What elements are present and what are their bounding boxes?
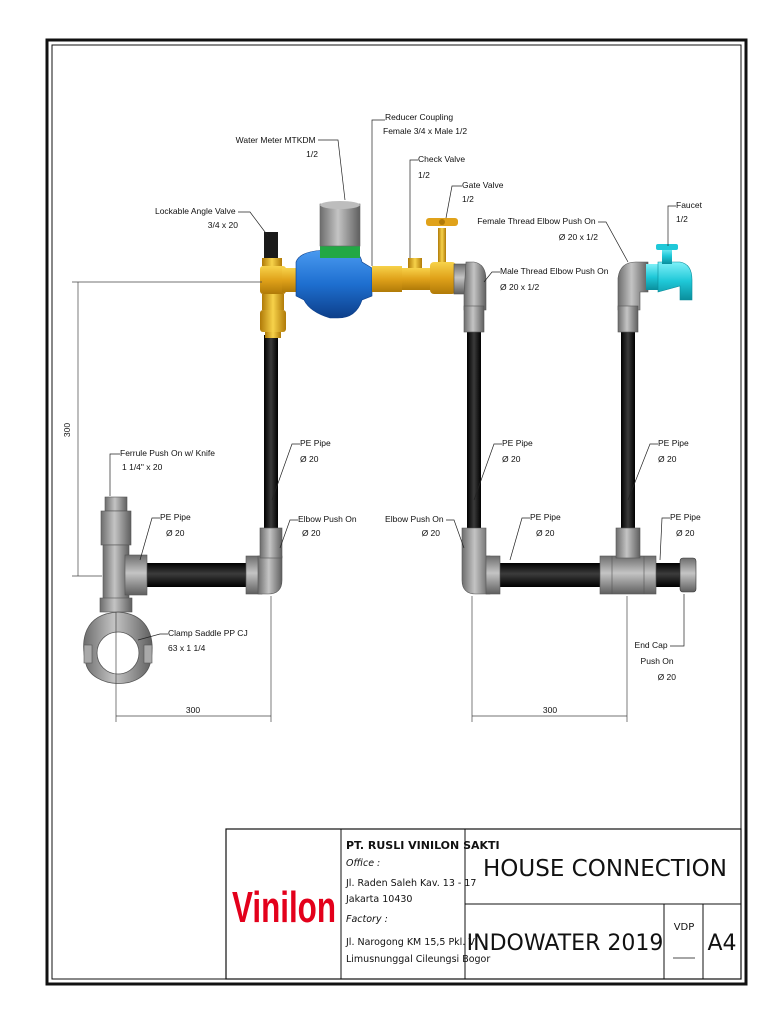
vdp-label: VDP: [674, 922, 695, 933]
label-pe-pipe-horizontal-right: PE Pipe Ø 20: [670, 512, 703, 538]
clamp-saddle: [83, 611, 153, 684]
dimension-horizontal-left: 300: [186, 705, 200, 715]
water-meter: [295, 201, 373, 319]
label-ferrule: Ferrule Push On w/ Knife 1 1/4" x 20: [120, 448, 217, 472]
brass-valve-train: [372, 218, 458, 294]
pe-pipe-riser-right: [621, 330, 635, 530]
label-male-thread-elbow: Male Thread Elbow Push On Ø 20 x 1/2: [500, 266, 611, 292]
faucet: [646, 244, 693, 301]
dimension-horizontal-right: 300: [543, 705, 557, 715]
label-pe-pipe-riser-mid: PE Pipe Ø 20: [502, 438, 535, 464]
pe-pipe-riser-mid: [467, 330, 481, 530]
label-pe-pipe-riser-left: PE Pipe Ø 20: [300, 438, 333, 464]
factory-address: Jl. Narogong KM 15,5 Pkl. VI Limusnungga…: [345, 937, 490, 965]
label-elbow-left: Elbow Push On Ø 20: [298, 514, 359, 538]
label-clamp-saddle: Clamp Saddle PP CJ 63 x 1 1/4: [168, 628, 250, 653]
drawing-title: HOUSE CONNECTION: [483, 856, 727, 882]
dimension-lines: [72, 281, 628, 722]
elbow-push-on-mid: [461, 527, 501, 595]
ferrule-assembly: [99, 496, 148, 613]
label-check-valve: Check Valve 1/2: [418, 154, 467, 180]
dimension-vertical: 300: [62, 423, 72, 437]
label-end-cap: End Cap Push On Ø 20: [635, 640, 677, 682]
drawing-frame-outer: [45, 38, 748, 986]
label-reducer-coupling: Reducer Coupling Female 3/4 x Male 1/2: [383, 112, 467, 136]
factory-label: Factory :: [346, 914, 388, 925]
drawing-subtitle: INDOWATER 2019: [467, 931, 664, 956]
company-name: PT. RUSLI VINILON SAKTI: [346, 839, 500, 852]
lockable-angle-valve: [260, 232, 296, 338]
label-water-meter: Water Meter MTKDM 1/2: [236, 135, 319, 159]
tee-push-on: [599, 527, 657, 595]
label-pe-pipe-riser-right: PE Pipe Ø 20: [658, 438, 691, 464]
office-label: Office :: [346, 858, 380, 869]
company-logo: Vinilon: [232, 883, 336, 932]
pe-pipe-horizontal-left: [130, 563, 260, 587]
title-block: Vinilon PT. RUSLI VINILON SAKTI Office :…: [225, 828, 742, 980]
female-thread-elbow: [617, 261, 649, 333]
pe-pipe-riser-left: [264, 335, 278, 530]
label-faucet: Faucet 1/2: [676, 200, 704, 224]
label-gate-valve: Gate Valve 1/2: [462, 180, 506, 204]
label-elbow-mid: Elbow Push On Ø 20: [385, 514, 446, 538]
sheet-size: A4: [707, 931, 736, 956]
end-cap: [679, 557, 697, 593]
label-leaders: [109, 119, 685, 647]
component-labels: Water Meter MTKDM 1/2 Reducer Coupling F…: [120, 112, 704, 682]
piping-assembly: [83, 201, 697, 684]
label-lockable-angle-valve: Lockable Angle Valve 3/4 x 20: [155, 206, 238, 230]
label-pe-pipe-horizontal-mid: PE Pipe Ø 20: [530, 512, 563, 538]
label-pe-pipe-horizontal-left: PE Pipe Ø 20: [160, 512, 193, 538]
male-thread-elbow: [453, 261, 487, 333]
pe-pipe-horizontal-mid: [488, 563, 608, 587]
label-female-thread-elbow: Female Thread Elbow Push On Ø 20 x 1/2: [477, 216, 598, 242]
office-address: Jl. Raden Saleh Kav. 13 - 17 Jakarta 104…: [345, 878, 479, 905]
elbow-push-on-left: [245, 527, 283, 595]
